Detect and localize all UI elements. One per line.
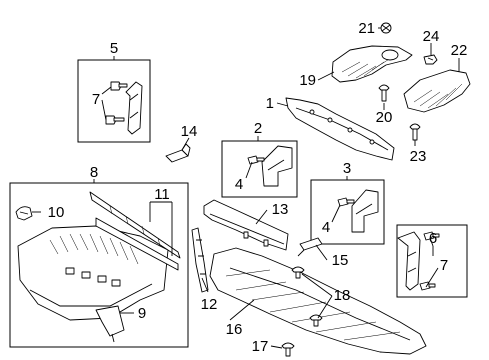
callout-24: 24 [423, 28, 440, 45]
part-8-air-deflector [17, 225, 169, 343]
leader-lines [32, 27, 460, 349]
part-10-clip [15, 206, 33, 221]
part-19-upper-shield [331, 45, 413, 83]
callout-7-b: 7 [440, 257, 448, 274]
part-16-lower-shield [209, 247, 427, 355]
part-15-bracket [297, 237, 323, 257]
callout-17: 17 [252, 338, 269, 355]
part-5-bracket [125, 81, 143, 135]
callout-20: 20 [376, 109, 393, 126]
part-7-bolt-c [423, 231, 440, 241]
part-13-support-bar [203, 199, 289, 251]
callout-11: 11 [154, 186, 170, 203]
part-7-bolt-d [419, 281, 436, 291]
part-12-rod [191, 227, 209, 293]
callout-14: 14 [181, 123, 198, 140]
part-4-bolt-a [247, 155, 265, 165]
callout-7-a: 7 [92, 91, 100, 108]
callout-4-a: 4 [235, 176, 243, 193]
group-box-8 [9, 182, 189, 348]
callout-12: 12 [201, 296, 218, 313]
callout-4-b: 4 [322, 219, 330, 236]
callout-22: 22 [451, 42, 468, 59]
part-1-upper-deflector [285, 97, 395, 161]
part-23-push-pin [409, 123, 421, 141]
callout-5: 5 [110, 40, 118, 57]
part-7-bolt-upper [110, 81, 128, 91]
part-3-bracket [351, 189, 379, 233]
part-17-pin [281, 342, 295, 357]
part-11-louver-strips [89, 191, 181, 271]
callout-3: 3 [343, 160, 351, 177]
group-box-6 [396, 224, 468, 298]
callout-6: 6 [429, 230, 437, 247]
group-box-2 [221, 140, 298, 198]
part-21-clip-nut [380, 22, 392, 34]
callout-19: 19 [299, 72, 316, 89]
callout-10: 10 [48, 204, 65, 221]
callout-13: 13 [272, 201, 289, 218]
part-2-bracket [261, 145, 293, 187]
part-22-shield-right [403, 69, 471, 113]
part-4-bolt-b [337, 197, 355, 207]
part-6-bracket [397, 231, 421, 291]
callout-23: 23 [410, 148, 427, 165]
part-7-bolt-lower [105, 115, 125, 125]
part-24-clip [423, 54, 438, 65]
callout-9: 9 [138, 305, 146, 322]
part-14-clip [165, 143, 191, 163]
group-box-3 [310, 179, 385, 245]
callout-8: 8 [90, 164, 98, 181]
callout-16: 16 [226, 321, 243, 338]
callout-1: 1 [266, 95, 274, 112]
part-18-pin-a [291, 266, 305, 279]
callout-2: 2 [254, 120, 262, 137]
part-20-push-pin [378, 84, 390, 102]
callout-21: 21 [358, 20, 375, 37]
callout-15: 15 [332, 252, 349, 269]
callout-18: 18 [334, 287, 351, 304]
